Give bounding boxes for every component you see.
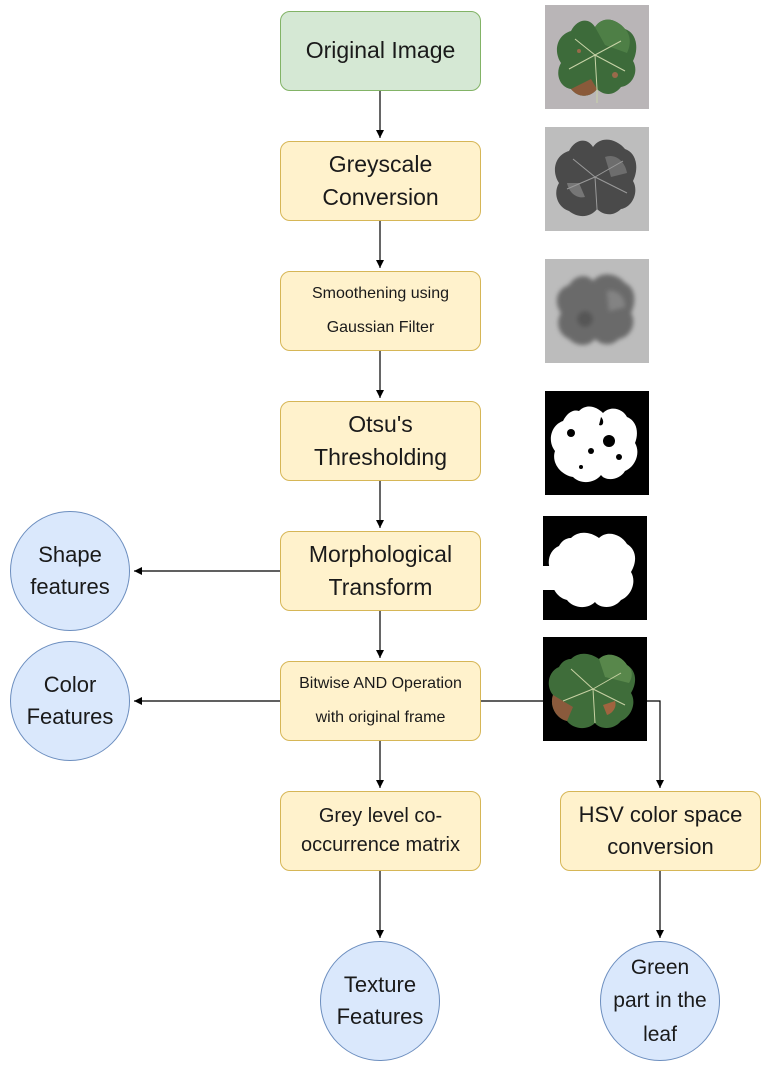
greyscale-conversion-label: Greyscale Conversion bbox=[322, 150, 439, 210]
glcm-label: Grey level co- occurrence matrix bbox=[301, 805, 460, 856]
morphological-transform-label: Morphological Transform bbox=[308, 540, 453, 600]
original-image-label: Original Image bbox=[305, 37, 456, 64]
morph-mask-image bbox=[543, 516, 647, 620]
smoothening-label: Smoothening using Gaussian Filter bbox=[312, 285, 449, 336]
smoothed-leaf-image bbox=[545, 259, 649, 363]
arrow-bitwise-to-hsv bbox=[481, 700, 664, 788]
hsv-conversion-label: HSV color space conversion bbox=[578, 802, 743, 859]
bitwise-and-node: Bitwise AND Operation with original fram… bbox=[280, 661, 481, 741]
texture-features-label: Texture Features bbox=[336, 972, 424, 1029]
hsv-conversion-node: HSV color space conversion bbox=[560, 791, 761, 871]
texture-features-node: Texture Features bbox=[320, 941, 440, 1061]
glcm-node: Grey level co- occurrence matrix bbox=[280, 791, 481, 871]
color-features-node: Color Features bbox=[10, 641, 130, 761]
greyscale-conversion-node: Greyscale Conversion bbox=[280, 141, 481, 221]
morphological-transform-node: Morphological Transform bbox=[280, 531, 481, 611]
shape-features-node: Shape features bbox=[10, 511, 130, 631]
color-features-label: Color Features bbox=[26, 672, 114, 729]
green-part-label: Green part in the leaf bbox=[613, 955, 707, 1046]
smoothening-node: Smoothening using Gaussian Filter bbox=[280, 271, 481, 351]
green-part-node: Green part in the leaf bbox=[600, 941, 720, 1061]
greyscale-leaf-image bbox=[545, 127, 649, 231]
otsu-thresholding-label: Otsu's Thresholding bbox=[314, 410, 447, 470]
bitwise-and-label: Bitwise AND Operation with original fram… bbox=[299, 675, 462, 726]
otsu-thresholding-node: Otsu's Thresholding bbox=[280, 401, 481, 481]
shape-features-label: Shape features bbox=[30, 542, 110, 599]
original-image-node: Original Image bbox=[280, 11, 481, 91]
otsu-mask-image bbox=[545, 391, 649, 495]
masked-leaf-image bbox=[543, 637, 647, 741]
original-leaf-image bbox=[545, 5, 649, 109]
